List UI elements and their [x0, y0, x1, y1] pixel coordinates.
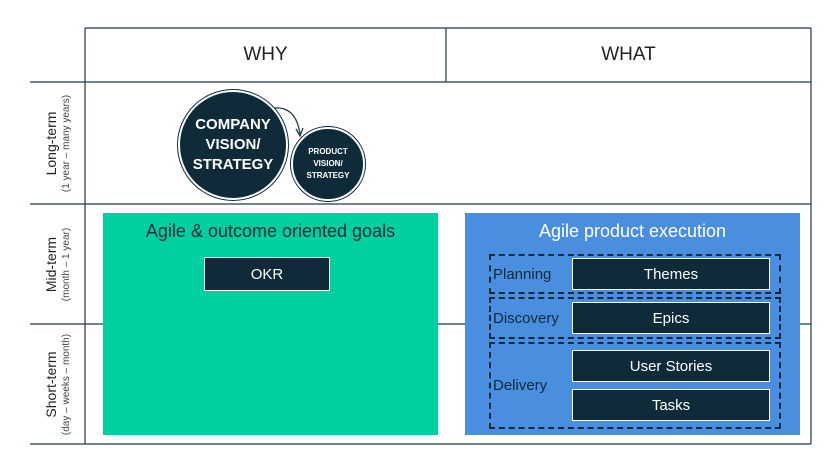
why-header: WHY — [243, 44, 288, 65]
long-term-label: Long-term — [43, 111, 60, 175]
tasks-box: Tasks — [572, 389, 770, 421]
company-vision-line3: STRATEGY — [192, 156, 274, 173]
delivery-label: Delivery — [493, 377, 548, 394]
product-vision-line2: VISION/ — [313, 159, 343, 168]
goals-title: Agile & outcome oriented goals — [145, 221, 396, 241]
epics-box: Epics — [572, 302, 770, 334]
user-stories-box: User Stories — [572, 350, 770, 382]
mid-term-label: Mid-term — [43, 236, 59, 292]
discovery-label: Discovery — [493, 309, 559, 327]
row-label-short-term: Short-term (day – weeks – month) — [30, 324, 85, 444]
short-term-sublabel: (day – weeks – month) — [61, 333, 73, 435]
what-header: WHAT — [601, 44, 656, 65]
mid-term-sublabel: (month – 1 year) — [61, 227, 72, 301]
planning-group: Planning Themes — [489, 254, 781, 294]
company-vision-line1: COMPANY — [195, 116, 271, 133]
company-vision-circle: COMPANY VISION/ STRATEGY — [178, 90, 288, 200]
row-label-mid-term: Mid-term (month – 1 year) — [30, 204, 85, 324]
vision-arrow — [273, 107, 304, 138]
row-label-long-term: Long-term (1 year – many years) — [30, 82, 85, 204]
themes-box: Themes — [572, 258, 770, 290]
okr-box: OKR — [204, 257, 330, 291]
short-term-label: Short-term — [43, 350, 60, 418]
discovery-group: Discovery Epics — [489, 297, 781, 339]
execution-panel: Agile product execution Planning Themes … — [465, 213, 800, 435]
product-vision-circle: PRODUCT VISION/ STRATEGY — [291, 127, 365, 201]
planning-label: Planning — [493, 265, 552, 283]
long-term-sublabel: (1 year – many years) — [61, 94, 73, 192]
company-vision-line2: VISION/ — [205, 136, 261, 153]
goals-panel: Agile & outcome oriented goals OKR — [103, 213, 438, 435]
product-vision-line1: PRODUCT — [308, 147, 348, 156]
delivery-group: Delivery User Stories Tasks — [489, 342, 781, 429]
execution-title: Agile product execution — [538, 221, 727, 241]
product-vision-line3: STRATEGY — [306, 171, 350, 180]
